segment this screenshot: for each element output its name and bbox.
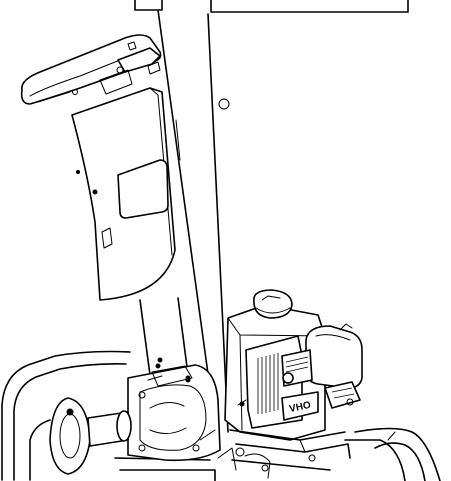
engine-label: OHV: [288, 400, 312, 415]
column-cover: [71, 87, 230, 301]
fasteners: [147, 357, 216, 441]
callout-lines: [134, 0, 409, 13]
handle-bar: [20, 34, 162, 105]
engine: OHV: [217, 289, 363, 479]
gearbox: [49, 363, 221, 475]
